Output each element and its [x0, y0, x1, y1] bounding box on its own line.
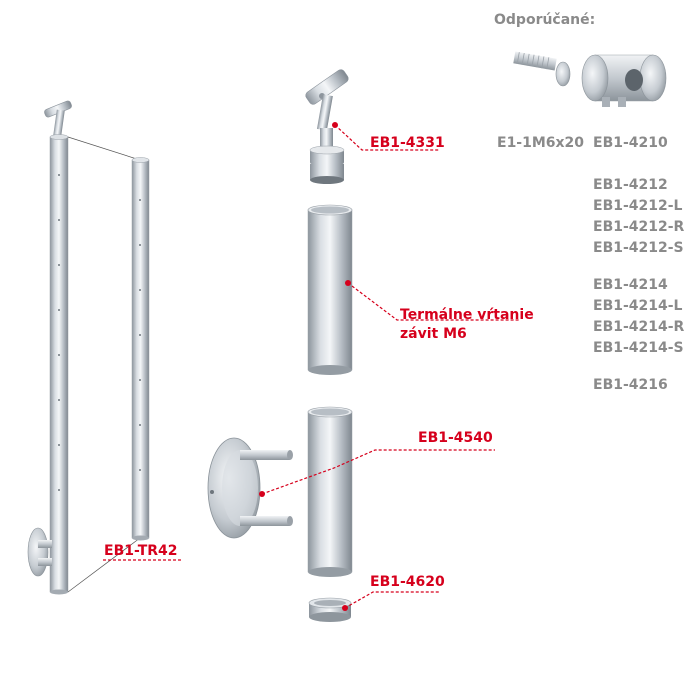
middle-tube [307, 204, 353, 375]
callout-drilling-line2: závit M6 [400, 326, 467, 342]
top-bracket [305, 69, 349, 184]
variant-item: EB1-4214-R [593, 319, 685, 335]
variant-item: EB1-4214-S [593, 340, 684, 356]
callout-drilling-line1: Termálne vŕtanie [400, 307, 534, 323]
variant-item: EB1-4212-R [593, 219, 685, 235]
end-cap [308, 597, 352, 622]
recommended-title: Odporúčané: [494, 12, 596, 28]
lower-tube [307, 406, 353, 577]
assembled-post [27, 100, 72, 595]
wall-flange [207, 437, 293, 539]
callout-flange-tube: EB1-4540 [418, 430, 493, 446]
variant-list: EB1-4212 EB1-4212-L EB1-4212-R EB1-4212-… [593, 175, 684, 412]
screw-icon [513, 51, 571, 87]
callout-end-cap: EB1-4620 [370, 574, 445, 590]
variant-item: EB1-4212-L [593, 198, 683, 214]
variant-item: EB1-4214 [593, 277, 668, 293]
screw-code: E1-1M6x20 [497, 135, 585, 151]
variant-group-3: EB1-4216 [593, 375, 684, 396]
variant-item: EB1-4216 [593, 377, 668, 393]
connector-icon [581, 54, 667, 107]
connector-code: EB1-4210 [593, 135, 668, 151]
variant-item: EB1-4212-S [593, 240, 684, 256]
callout-assembled-post: EB1-TR42 [104, 543, 178, 559]
variant-group-2: EB1-4214 EB1-4214-L EB1-4214-R EB1-4214-… [593, 275, 684, 359]
variant-group-1: EB1-4212 EB1-4212-L EB1-4212-R EB1-4212-… [593, 175, 684, 259]
variant-item: EB1-4212 [593, 177, 668, 193]
variant-item: EB1-4214-L [593, 298, 683, 314]
bare-tube [131, 157, 150, 541]
callout-dots [259, 122, 351, 611]
callout-lines [103, 124, 520, 609]
callout-top-bracket: EB1-4331 [370, 135, 445, 151]
